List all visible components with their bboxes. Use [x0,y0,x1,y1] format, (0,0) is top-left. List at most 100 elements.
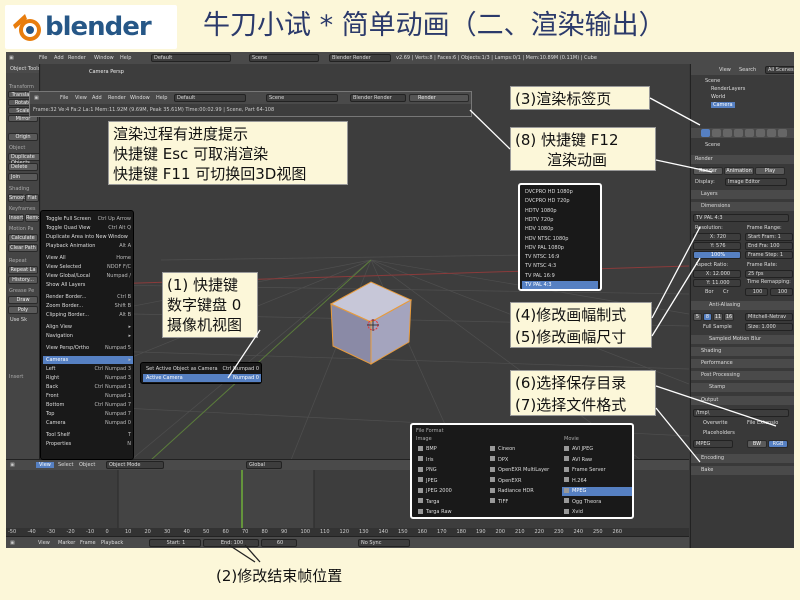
render-menu-view[interactable]: View [75,95,87,101]
outliner-item-camera[interactable]: Camera [711,102,735,108]
info-menu-help[interactable]: Help [120,55,132,61]
file-format-option[interactable]: Xvid [562,508,632,517]
render-menu-render[interactable]: Render [108,95,126,101]
info-menu-add[interactable]: Add [54,55,64,61]
outliner-filter[interactable]: All Scenes [765,66,794,74]
view-menu-item[interactable]: Show All Layers [43,281,133,289]
file-format-option[interactable]: JPEG 2000 [416,487,486,496]
resolution-y-field[interactable]: Y: 576 [693,242,741,250]
preset-menu-item[interactable]: TV PAL 16:9 [525,272,555,279]
view3d-menu-object[interactable]: Object [79,462,96,468]
insert-key-button[interactable]: Insert [8,214,24,222]
file-format-option[interactable]: Iris [416,456,486,465]
preset-menu-item[interactable]: TV NTSC 4:3 [525,263,557,270]
constraints-tab-icon[interactable] [756,129,765,137]
info-menu-window[interactable]: Window [94,55,114,61]
frame-step-prop[interactable]: Frame Step: 1 [745,251,793,259]
aspect-y-field[interactable]: Y: 11.000 [693,279,741,287]
outliner-item-renderlayers[interactable]: RenderLayers [711,86,746,92]
file-format-option[interactable]: OpenEXR [488,477,558,486]
rgb-button[interactable]: RGB [768,440,788,448]
view-menu-item[interactable]: Zoom Border...Shift B [43,302,133,310]
preset-menu-item[interactable]: HDV PAL 1080p [525,244,564,251]
preset-menu-item[interactable]: TV PAL 4:3 [522,281,598,289]
file-format-option[interactable]: JPEG [416,477,486,486]
preset-menu-item[interactable]: HDTV 720p [525,216,554,223]
view-menu-item[interactable]: Align View▸ [43,323,133,331]
start-frame-prop[interactable]: Start Fram: 1 [745,233,793,241]
preset-menu-item[interactable]: DVCPRO HD 1080p [525,189,573,195]
aa-5-button[interactable]: 5 [693,313,702,321]
render-menu-add[interactable]: Add [92,95,102,101]
crop-checkbox[interactable]: Cr [723,289,729,295]
motion-blur-panel-header[interactable]: Sampled Motion Blur [691,335,794,344]
history-button[interactable]: History... [8,276,38,284]
object-tab-icon[interactable] [745,129,754,137]
render-menu-help[interactable]: Help [156,95,168,101]
scene-select[interactable]: Scene [249,54,319,62]
render-button[interactable]: Render [693,167,723,175]
file-format-select[interactable]: MPEG [693,440,733,448]
file-format-option[interactable]: Targa [416,498,486,507]
outliner-item-scene[interactable]: Scene [705,78,721,84]
preset-menu-item[interactable]: HDV 1080p [525,226,554,233]
file-format-option[interactable]: H.264 [562,477,632,486]
play-button[interactable]: Play [755,167,785,175]
render-panel-header[interactable]: Render [691,155,794,164]
modifiers-tab-icon[interactable] [767,129,776,137]
flat-button[interactable]: Flat [25,194,39,202]
preset-menu-item[interactable]: HDTV 1080p [525,207,557,214]
aspect-x-field[interactable]: X: 12.000 [693,270,741,278]
aa-11-button[interactable]: 11 [713,313,723,321]
file-format-option[interactable]: DPX [488,456,558,465]
animation-button[interactable]: Animation [724,167,754,175]
data-tab-icon[interactable] [778,129,787,137]
bake-panel-header[interactable]: Bake [691,466,794,475]
file-format-option[interactable]: OpenEXR MultiLayer [488,466,558,475]
post-processing-panel-header[interactable]: Post Processing [691,371,794,380]
view-menu-item[interactable]: Cameras▸ [43,356,133,364]
info-menu-render[interactable]: Render [68,55,86,61]
info-menu-file[interactable]: File [39,55,48,61]
output-panel-header[interactable]: Output [691,396,794,405]
file-format-option[interactable]: AVI Raw [562,456,632,465]
preset-menu-item[interactable]: DVCPRO HD 720p [525,198,570,205]
start-frame-field[interactable]: Start: 1 [149,539,201,547]
use-sketching-checkbox[interactable]: Use Sk [10,317,27,323]
timeline-menu-playback[interactable]: Playback [101,540,124,546]
file-format-option[interactable]: PNG [416,466,486,475]
layout-select[interactable]: Default [151,54,231,62]
remove-key-button[interactable]: Remove [25,214,40,222]
duplicate-objects-button[interactable]: Duplicate Objects [8,153,39,166]
render-preset-select[interactable]: TV PAL 4:3 [693,214,789,222]
smooth-button[interactable]: Smooth [8,194,29,202]
render-engine-select[interactable]: Blender Render [350,94,406,102]
orientation-select[interactable]: Global [246,461,282,469]
repeat-last-button[interactable]: Repeat La [8,266,38,274]
encoding-panel-header[interactable]: Encoding [691,454,794,463]
engine-select[interactable]: Blender Render [329,54,391,62]
view-menu-item[interactable]: Navigation▸ [43,332,133,340]
current-frame-field[interactable]: 60 [261,539,297,547]
origin-button[interactable]: Origin [8,133,38,141]
editor-type-icon[interactable]: ▣ [9,55,14,61]
preset-menu-item[interactable]: HDV NTSC 1080p [525,235,569,242]
delete-button[interactable]: Delete [8,163,38,171]
file-format-option[interactable]: TIFF [488,498,558,507]
scene-tab-icon[interactable] [723,129,732,137]
aa-8-button[interactable]: 8 [703,313,712,321]
file-format-option[interactable]: Ogg Theora [562,498,632,507]
render-tab-icon[interactable] [701,129,710,137]
file-format-option[interactable]: Targa Raw [416,508,486,517]
resolution-x-field[interactable]: X: 720 [693,233,741,241]
